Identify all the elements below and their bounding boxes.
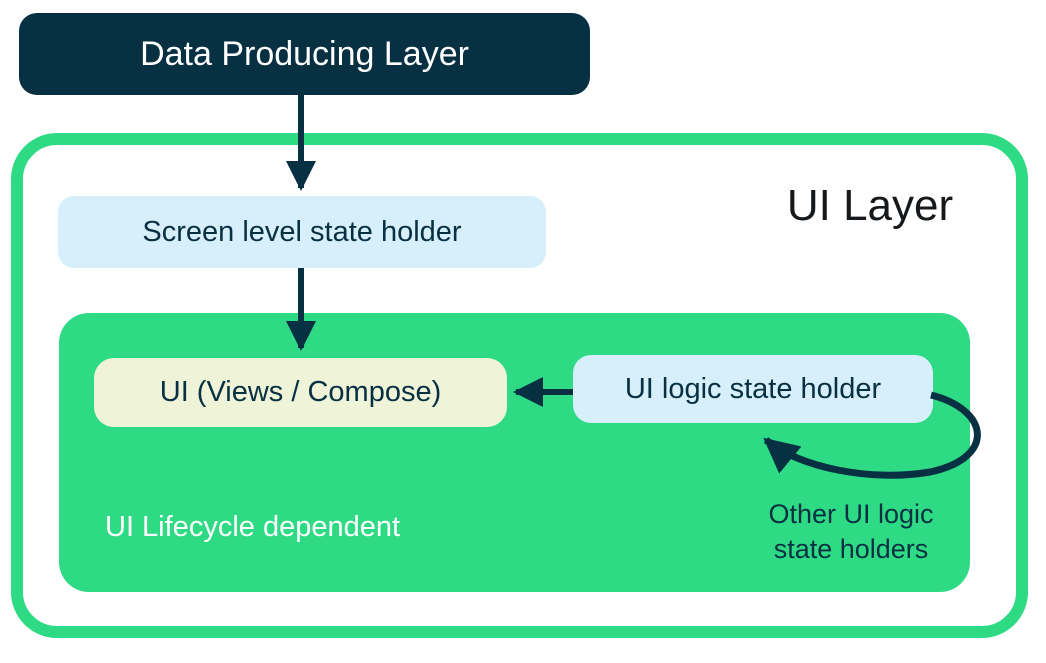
other-ui-logic-state-holders-caption: Other UI logic state holders	[740, 497, 962, 567]
data-producing-layer-label: Data Producing Layer	[140, 34, 469, 73]
ui-views-compose-node: UI (Views / Compose)	[94, 358, 507, 427]
ui-layer-title: UI Layer	[786, 181, 954, 230]
other-ui-logic-line2: state holders	[773, 534, 929, 564]
screen-level-state-holder-node: Screen level state holder	[58, 196, 546, 268]
ui-lifecycle-dependent-caption: UI Lifecycle dependent	[105, 511, 401, 543]
ui-views-compose-label: UI (Views / Compose)	[159, 376, 442, 408]
ui-logic-state-holder-label: UI logic state holder	[624, 372, 882, 405]
data-producing-layer-node: Data Producing Layer	[19, 13, 590, 95]
screen-level-state-holder-label: Screen level state holder	[142, 215, 462, 248]
ui-logic-state-holder-node: UI logic state holder	[573, 355, 933, 423]
other-ui-logic-line1: Other UI logic	[768, 499, 934, 529]
